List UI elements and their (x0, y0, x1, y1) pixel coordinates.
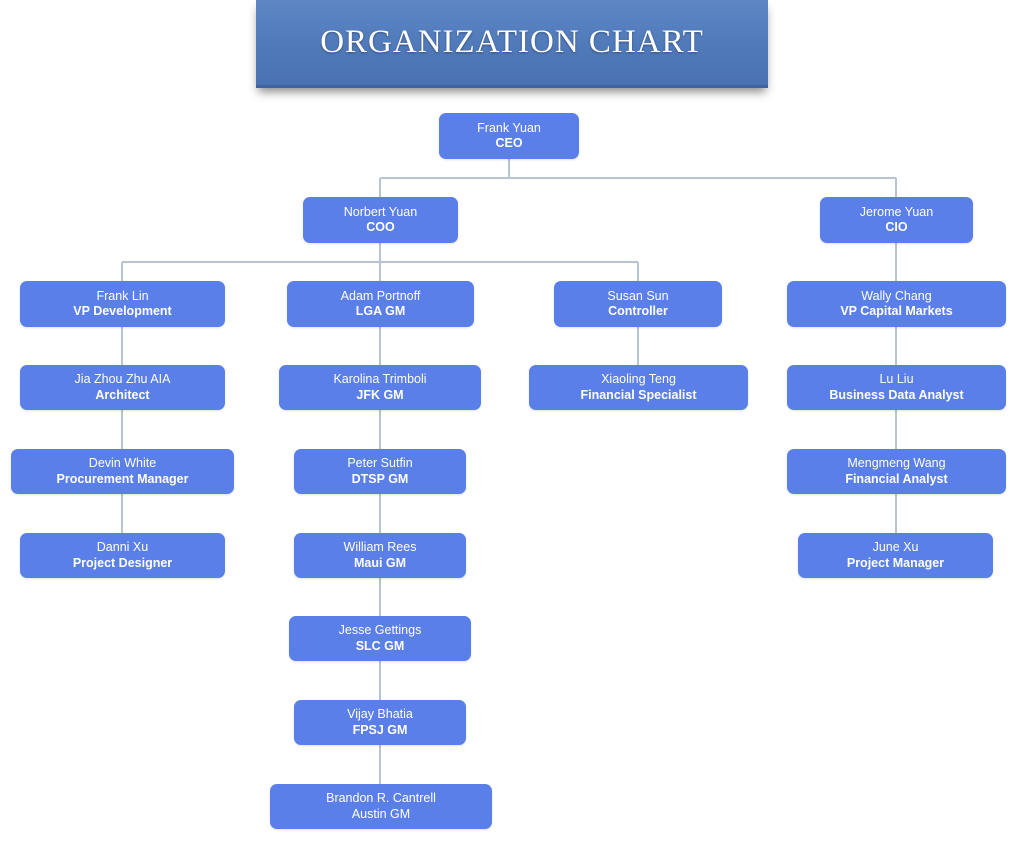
org-node-lga-gm[interactable]: Adam Portnoff LGA GM (287, 281, 474, 327)
node-person-role: Controller (608, 304, 668, 318)
node-person-role: CEO (495, 136, 523, 150)
node-person-role: VP Development (73, 304, 172, 318)
node-person-name: Jia Zhou Zhu AIA (74, 372, 171, 387)
node-person-role: COO (366, 220, 395, 234)
node-person-name: Xiaoling Teng (601, 372, 676, 387)
org-node-jfk-gm[interactable]: Karolina Trimboli JFK GM (279, 365, 481, 410)
node-person-name: Frank Lin (96, 288, 149, 303)
node-person-name: Karolina Trimboli (333, 372, 427, 387)
node-person-role: SLC GM (355, 638, 405, 653)
node-person-name: Jerome Yuan (859, 204, 934, 219)
node-person-role: CIO (885, 220, 908, 234)
org-node-cio[interactable]: Jerome Yuan CIO (820, 197, 973, 243)
node-person-role: Business Data Analyst (829, 387, 964, 402)
node-person-name: Susan Sun (607, 288, 669, 303)
org-node-dtsp-gm[interactable]: Peter Sutfin DTSP GM (294, 449, 466, 494)
node-person-name: Adam Portnoff (340, 288, 421, 303)
node-person-role: Project Designer (72, 555, 173, 570)
org-node-slc-gm[interactable]: Jesse Gettings SLC GM (289, 616, 471, 661)
chart-title-banner: ORGANIZATION CHART (256, 0, 768, 88)
org-node-architect[interactable]: Jia Zhou Zhu AIA Architect (20, 365, 225, 410)
node-person-role: JFK GM (356, 387, 404, 402)
node-person-role: Maui GM (353, 555, 407, 570)
node-person-role: Financial Analyst (845, 471, 948, 486)
node-person-name: Peter Sutfin (347, 456, 413, 471)
node-person-role: FPSJ GM (352, 722, 408, 737)
node-person-name: Wally Chang (861, 288, 932, 303)
org-node-business-data-analyst[interactable]: Lu Liu Business Data Analyst (787, 365, 1006, 410)
node-person-role: VP Capital Markets (840, 304, 953, 318)
node-person-name: Frank Yuan (477, 120, 541, 135)
org-node-project-manager[interactable]: June Xu Project Manager (798, 533, 993, 578)
node-person-name: Danni Xu (96, 540, 149, 555)
org-node-vp-development[interactable]: Frank Lin VP Development (20, 281, 225, 327)
node-person-role: DTSP GM (351, 471, 409, 486)
node-person-name: Devin White (88, 456, 157, 471)
node-person-name: Norbert Yuan (343, 204, 418, 219)
node-person-role: Procurement Manager (56, 471, 189, 486)
org-node-vp-capital-markets[interactable]: Wally Chang VP Capital Markets (787, 281, 1006, 327)
node-person-name: Brandon R. Cantrell (326, 791, 436, 806)
org-node-coo[interactable]: Norbert Yuan COO (303, 197, 458, 243)
node-person-role: Austin GM (351, 806, 411, 821)
org-node-procurement-manager[interactable]: Devin White Procurement Manager (11, 449, 234, 494)
org-node-financial-specialist[interactable]: Xiaoling Teng Financial Specialist (529, 365, 748, 410)
node-person-role: Architect (95, 387, 150, 402)
node-person-name: Mengmeng Wang (847, 456, 946, 471)
node-person-name: June Xu (872, 540, 919, 555)
org-node-financial-analyst[interactable]: Mengmeng Wang Financial Analyst (787, 449, 1006, 494)
node-person-role: Financial Specialist (580, 387, 697, 402)
node-person-role: Project Manager (846, 555, 945, 570)
org-node-austin-gm[interactable]: Brandon R. Cantrell Austin GM (270, 784, 492, 829)
node-person-name: Vijay Bhatia (347, 707, 413, 722)
node-person-name: Jesse Gettings (338, 623, 422, 638)
org-node-ceo[interactable]: Frank Yuan CEO (439, 113, 579, 159)
org-node-controller[interactable]: Susan Sun Controller (554, 281, 722, 327)
node-person-role: LGA GM (355, 304, 406, 318)
node-person-name: William Rees (343, 540, 417, 555)
org-node-fpsj-gm[interactable]: Vijay Bhatia FPSJ GM (294, 700, 466, 745)
node-person-name: Lu Liu (879, 372, 914, 387)
org-node-maui-gm[interactable]: William Rees Maui GM (294, 533, 466, 578)
org-node-project-designer[interactable]: Danni Xu Project Designer (20, 533, 225, 578)
page-title: ORGANIZATION CHART (320, 24, 704, 60)
